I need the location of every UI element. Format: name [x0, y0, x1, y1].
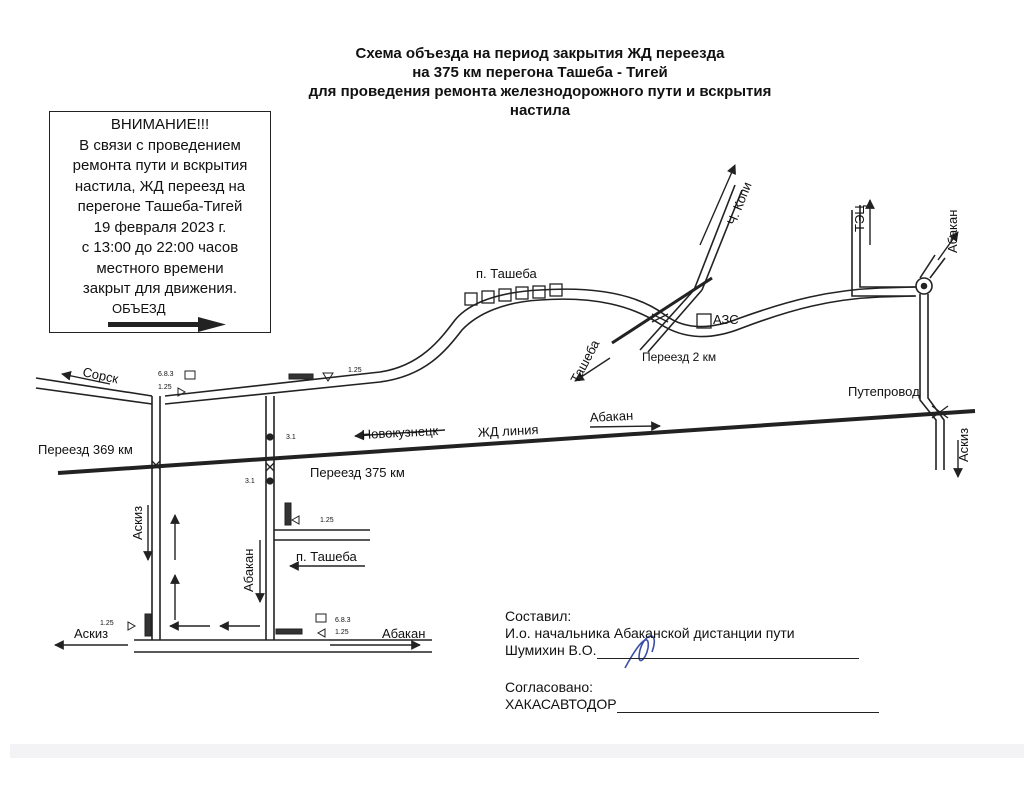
sign-label: 6.8.3 — [158, 371, 174, 378]
spacer — [505, 659, 879, 679]
title-line-3: для проведения ремонта железнодорожного … — [308, 83, 772, 100]
sign-label: 6.8.3 — [335, 617, 351, 624]
agreed-org: ХАКАСАВТОДОР — [505, 696, 617, 712]
railway-line — [57, 409, 976, 475]
label-p-tasheba-bottom: п. Ташеба — [296, 549, 358, 564]
bottom-road — [134, 639, 432, 653]
notice-line: закрыт для движения. — [82, 280, 238, 297]
notice-line: ВНИМАНИЕ!!! — [110, 116, 210, 133]
label-sorsk: Сорск — [81, 364, 120, 386]
label-pereezd-375: Переезд 375 км — [310, 465, 405, 480]
compiler-position: И.о. начальника Абаканской дистанции пут… — [505, 625, 795, 641]
compiled-label: Составил: — [505, 608, 572, 624]
label-abakan-rail: Абакан — [589, 408, 633, 425]
signature-scribble — [624, 635, 656, 669]
label-abakan-top: Абакан — [945, 210, 960, 253]
compiler-name-row: Шумихин В.О. — [505, 642, 879, 659]
notice-line: перегоне Ташеба-Тигей — [77, 198, 243, 215]
notice-line: местного времени — [96, 259, 224, 277]
notice-line: В связи с проведением — [79, 136, 241, 154]
label-askiz-vertical: Аскиз — [130, 506, 145, 540]
agreed-org-row: ХАКАСАВТОДОР — [505, 696, 879, 713]
sign-label: 1.25 — [158, 384, 172, 391]
label-pereezd-2km: Переезд 2 км — [642, 350, 716, 364]
sign-label: 1.25 — [335, 629, 349, 636]
notice-line: 19 февраля 2023 г. — [93, 218, 227, 236]
sign-label: 1.25 — [320, 517, 334, 524]
label-tec: ТЭЦ — [852, 205, 867, 232]
main-road — [35, 286, 916, 640]
title-line-4: настила — [509, 102, 571, 119]
scheme-title: Схема объезда на период закрытия ЖД пере… — [240, 44, 840, 120]
sign-label: 1.25 — [348, 367, 362, 374]
detour-arrow-icon — [108, 317, 226, 332]
title-line-1: Схема объезда на период закрытия ЖД пере… — [355, 45, 725, 62]
label-azs: АЗС — [713, 312, 739, 327]
label-askiz-right: Аскиз — [956, 428, 971, 462]
sign-label: 1.25 — [100, 620, 114, 627]
label-askiz-bottom: Аскиз — [74, 626, 108, 641]
scan-footer-band — [10, 744, 1024, 758]
sign-label: 3.1 — [245, 478, 255, 485]
agreed-label: Согласовано: — [505, 679, 594, 695]
sign-label: 3.1 — [286, 434, 296, 441]
notice-line: настила, ЖД переезд на — [74, 177, 246, 195]
label-puteprovod: Путепровод — [848, 384, 920, 399]
settlement-houses — [464, 283, 712, 329]
label-pereezd-369: Переезд 369 км — [38, 442, 133, 457]
crossing-markers — [151, 313, 949, 485]
title-line-2: на 375 км перегона Ташеба - Тигей — [412, 64, 668, 81]
notice-box: ВНИМАНИЕ!!! В связи с проведением ремонт… — [49, 111, 271, 333]
label-abakan-bottom: Абакан — [382, 626, 425, 641]
label-zhd-liniya: ЖД линия — [477, 422, 538, 440]
crossing-375-road — [265, 396, 370, 640]
signature-line — [596, 658, 859, 659]
label-abakan-vertical: Абакан — [241, 549, 256, 592]
detour-label: ОБЪЕЗД — [112, 301, 166, 316]
notice-line: ремонта пути и вскрытия — [72, 157, 248, 174]
road-sign-glyphs — [127, 370, 334, 638]
direction-arrows — [54, 164, 963, 650]
label-novokuznetsk: Новокузнецк — [361, 423, 438, 442]
notice-line: с 13:00 до 22:00 часов — [81, 239, 239, 256]
label-p-tasheba-top: п. Ташеба — [476, 266, 538, 281]
agreed-signature-line — [616, 712, 879, 713]
compiler-name: Шумихин В.О. — [505, 642, 597, 658]
tasheba-diagonal — [611, 184, 743, 353]
right-roads — [851, 205, 946, 470]
label-tasheba-diag: Ташеба — [567, 337, 602, 386]
signature-block: Составил: И.о. начальника Абаканской дис… — [505, 608, 879, 713]
